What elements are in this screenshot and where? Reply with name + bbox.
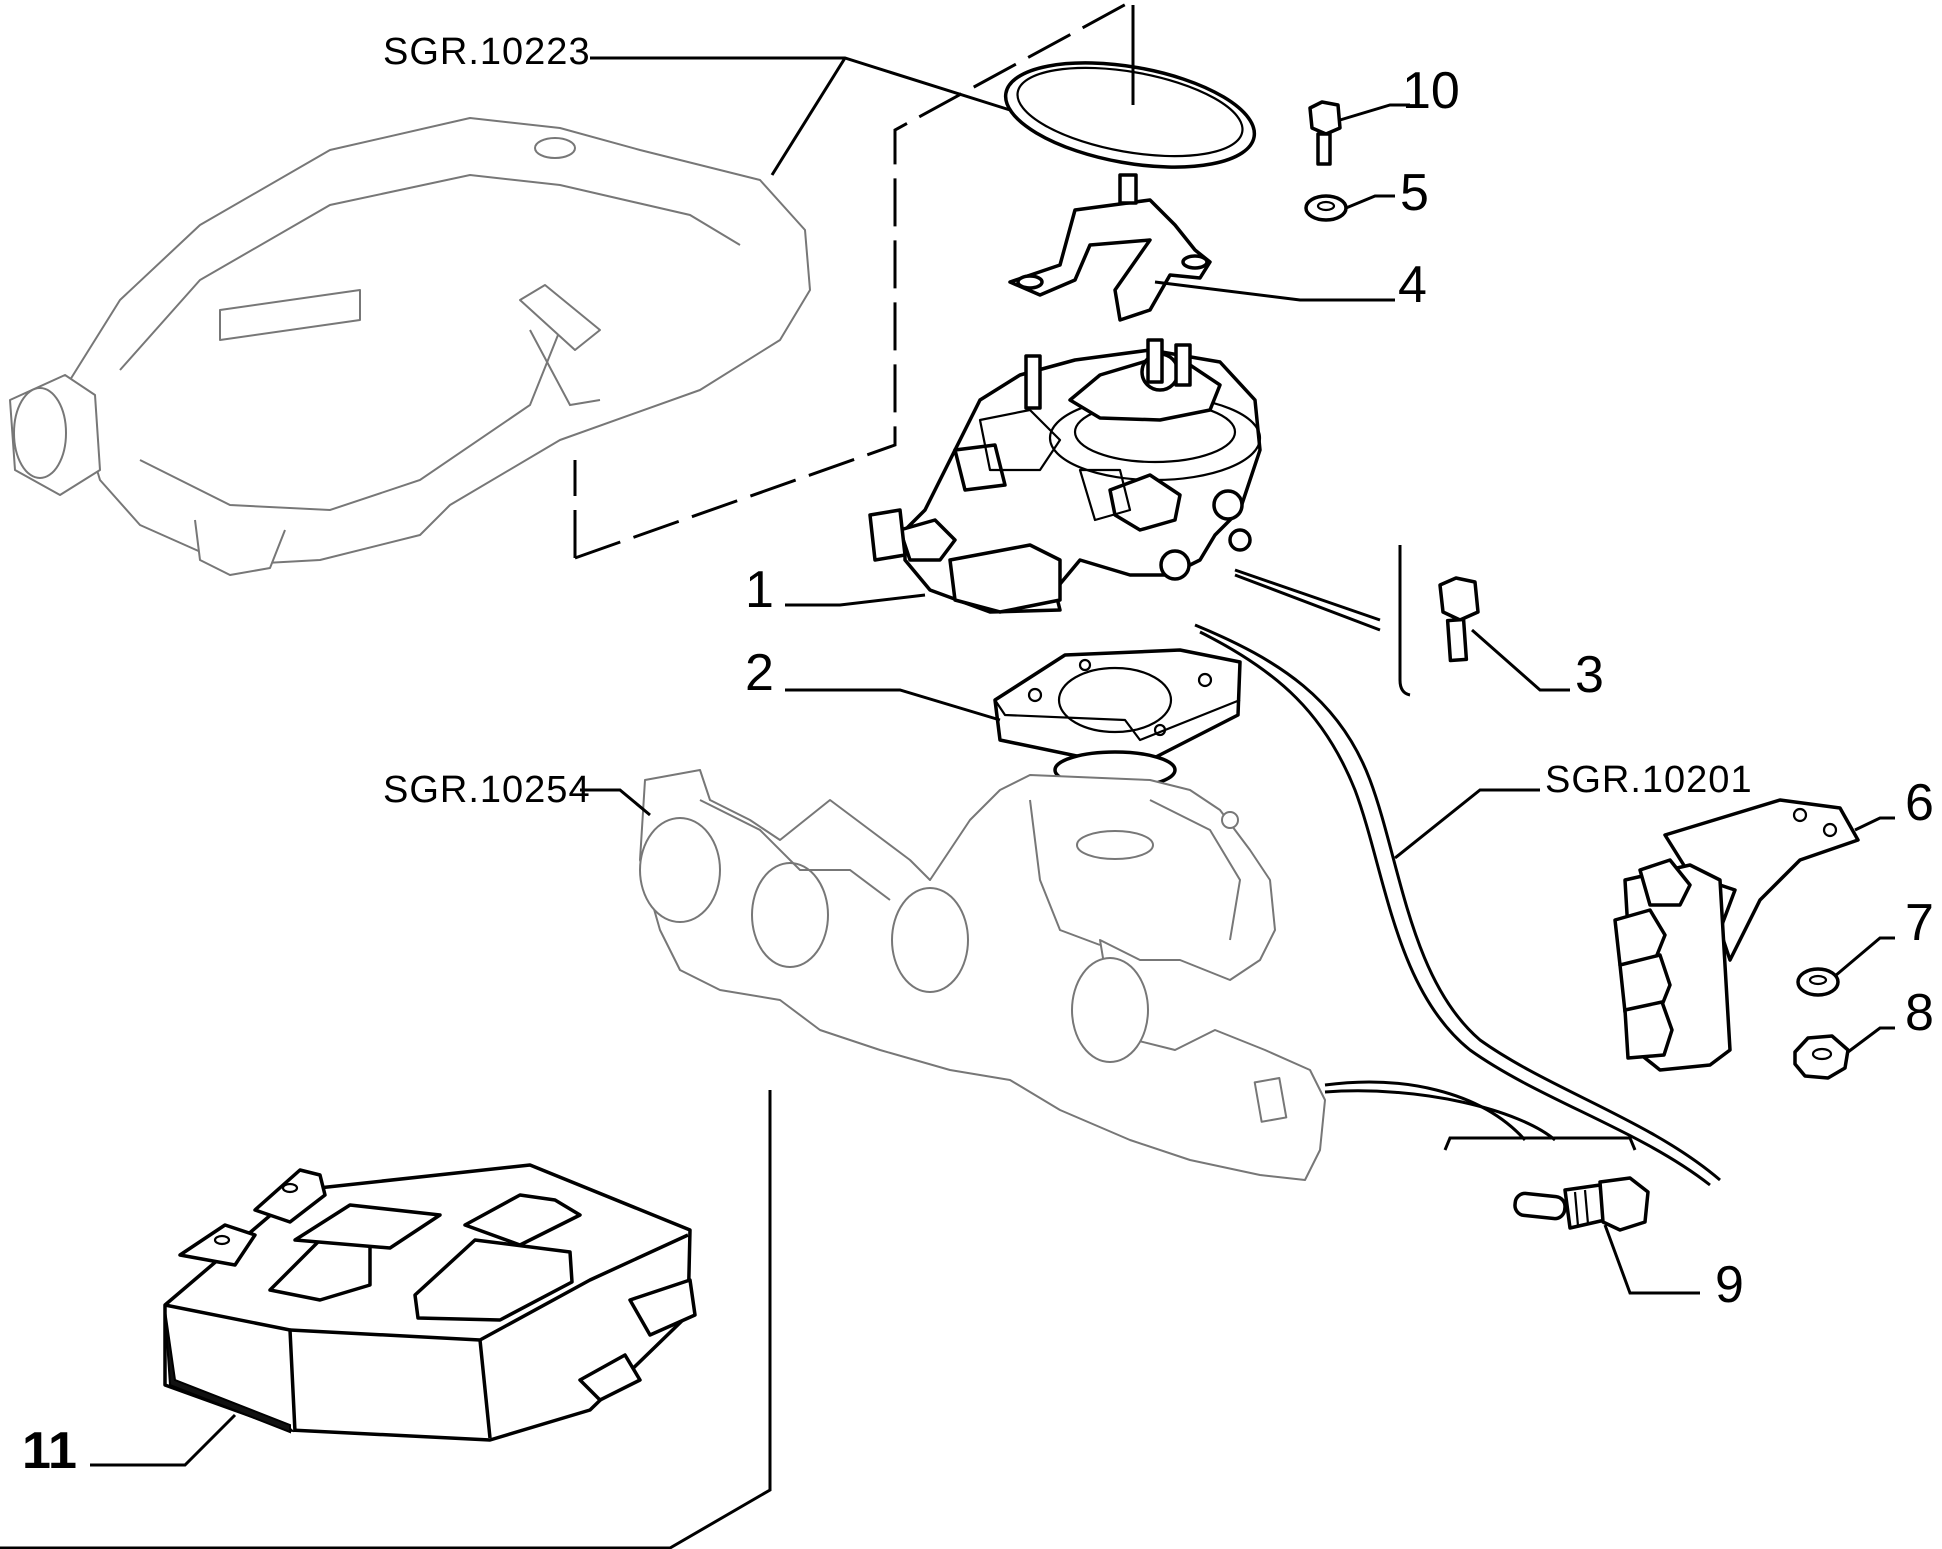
bolt-part-3 xyxy=(1438,576,1480,663)
nut-part-8 xyxy=(1793,1034,1850,1080)
ecu-group-bracket xyxy=(0,1090,772,1549)
leader-9 xyxy=(1603,1224,1700,1295)
callout-11: 11 xyxy=(22,1422,77,1480)
sensor-wire xyxy=(1324,1080,1527,1142)
sealing-ring xyxy=(1003,61,1257,169)
leader-10 xyxy=(1339,103,1410,122)
leader-8 xyxy=(1847,1026,1895,1054)
ref-label-cable-harness: SGR.10201 xyxy=(1545,759,1753,801)
callout-4: 4 xyxy=(1398,256,1427,314)
connector-bracket-part-6 xyxy=(1613,798,1860,1072)
bolt-part-10 xyxy=(1308,100,1342,166)
harness-cable xyxy=(1194,623,1721,1182)
harness-cable-inner xyxy=(1199,630,1711,1187)
mounting-bracket-part-4 xyxy=(1008,173,1212,322)
leader-1 xyxy=(785,593,926,607)
part-3-group-bracket xyxy=(1398,545,1411,697)
leader-sgr-10254 xyxy=(580,788,651,817)
sensor-group-bracket xyxy=(1443,1136,1637,1151)
ref-label-intake-manifold: SGR.10254 xyxy=(383,769,591,811)
nut-part-5 xyxy=(1304,194,1348,222)
callout-8: 8 xyxy=(1905,984,1934,1042)
sensor-wire-2 xyxy=(1324,1089,1556,1142)
leader-5 xyxy=(1345,194,1395,210)
leader-sgr-10223-b xyxy=(770,57,847,176)
callout-5: 5 xyxy=(1400,164,1429,222)
callout-3: 3 xyxy=(1575,646,1604,704)
temperature-sensor-part-9 xyxy=(1513,1176,1650,1232)
leader-2 xyxy=(785,688,1001,722)
ecu-control-unit-part-11 xyxy=(163,1163,697,1442)
air-filter-housing-ghost xyxy=(9,117,811,576)
ref-label-air-filter: SGR.10223 xyxy=(383,31,591,73)
callout-7: 7 xyxy=(1905,894,1934,952)
air-filter-group-boundary xyxy=(574,0,1131,560)
leader-6 xyxy=(1854,816,1895,832)
callout-10: 10 xyxy=(1402,62,1460,120)
throttle-cable-2 xyxy=(1234,573,1381,632)
spacer-plate-part-2 xyxy=(993,648,1242,790)
callout-6: 6 xyxy=(1905,774,1934,832)
throttle-cable xyxy=(1234,568,1381,622)
leader-sgr-10201 xyxy=(1394,788,1540,860)
throttle-body-part-1 xyxy=(868,338,1262,614)
callout-9: 9 xyxy=(1715,1256,1744,1314)
leader-11 xyxy=(90,1413,237,1467)
leader-7 xyxy=(1834,936,1895,978)
washer-part-7 xyxy=(1796,967,1840,997)
callout-1: 1 xyxy=(745,561,774,619)
intake-manifold-ghost xyxy=(639,769,1326,1181)
leader-3 xyxy=(1471,628,1570,692)
leader-4 xyxy=(1154,280,1395,302)
callout-2: 2 xyxy=(745,644,774,702)
